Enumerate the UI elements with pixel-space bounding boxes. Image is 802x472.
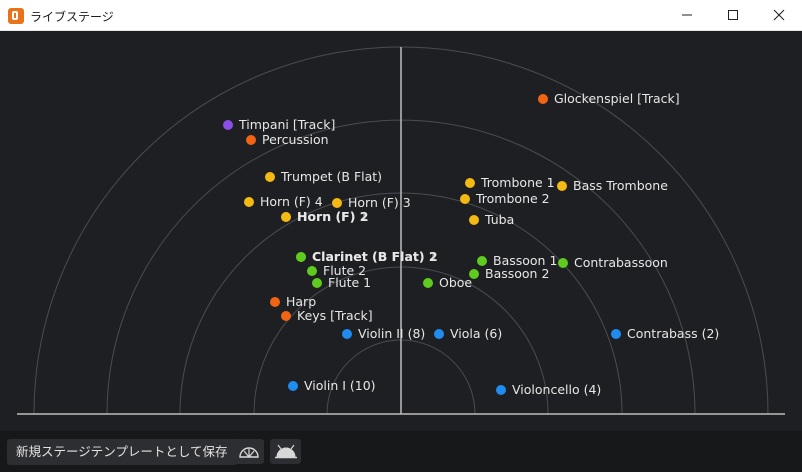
instrument-dot xyxy=(312,278,322,288)
instrument-dot xyxy=(557,181,567,191)
minimize-button[interactable] xyxy=(664,0,710,31)
instrument-bassoon-1[interactable]: Bassoon 1 xyxy=(477,254,557,268)
instrument-trombone-2[interactable]: Trombone 2 xyxy=(460,192,550,206)
instrument-horn-3[interactable]: Horn (F) 3 xyxy=(332,196,411,210)
instrument-dot xyxy=(307,266,317,276)
live-stage-canvas[interactable]: Glockenspiel [Track] Timpani [Track] Per… xyxy=(0,31,802,431)
instrument-horn-2[interactable]: Horn (F) 2 xyxy=(281,210,368,224)
instrument-dot xyxy=(223,120,233,130)
stage-view-icon xyxy=(275,444,297,459)
instrument-violin-1[interactable]: Violin I (10) xyxy=(288,379,376,393)
instrument-dot xyxy=(288,381,298,391)
stage-view-button[interactable] xyxy=(270,439,301,464)
app-logo-icon xyxy=(8,8,24,24)
instrument-horn-4[interactable]: Horn (F) 4 xyxy=(244,195,323,209)
instrument-dot xyxy=(246,135,256,145)
instrument-dot xyxy=(496,385,506,395)
instrument-dot xyxy=(423,278,433,288)
instrument-dot xyxy=(332,198,342,208)
bottom-toolbar: 新規ステージテンプレートとして保存 xyxy=(0,431,802,472)
instrument-dot xyxy=(281,311,291,321)
instrument-trumpet[interactable]: Trumpet (B Flat) xyxy=(265,170,382,184)
maximize-button[interactable] xyxy=(710,0,756,31)
instrument-tuba[interactable]: Tuba xyxy=(469,213,514,227)
stage-grid xyxy=(17,46,785,415)
close-button[interactable] xyxy=(756,0,802,31)
maximize-icon xyxy=(728,10,738,20)
instrument-dot xyxy=(469,215,479,225)
instrument-flute-2[interactable]: Flute 2 xyxy=(307,264,366,278)
instrument-violin-2[interactable]: Violin II (8) xyxy=(342,327,425,341)
instrument-dot xyxy=(477,256,487,266)
instrument-dot xyxy=(558,258,568,268)
instrument-dot xyxy=(265,172,275,182)
instrument-harp[interactable]: Harp xyxy=(270,295,316,309)
instrument-dot xyxy=(469,269,479,279)
instrument-timpani[interactable]: Timpani [Track] xyxy=(223,118,335,132)
instrument-dot xyxy=(538,94,548,104)
instrument-bassoon-2[interactable]: Bassoon 2 xyxy=(469,267,549,281)
window-title: ライブステージ xyxy=(30,10,114,24)
instrument-dot xyxy=(342,329,352,339)
instrument-bass-trombone[interactable]: Bass Trombone xyxy=(557,179,668,193)
minimize-icon xyxy=(682,14,692,16)
audience-view-icon xyxy=(239,447,259,458)
instrument-dot xyxy=(460,194,470,204)
instrument-contrabassoon[interactable]: Contrabassoon xyxy=(558,256,668,270)
instrument-flute-1[interactable]: Flute 1 xyxy=(312,276,371,290)
instrument-dot xyxy=(611,329,621,339)
instrument-violoncello[interactable]: Violoncello (4) xyxy=(496,383,601,397)
instrument-clarinet-2[interactable]: Clarinet (B Flat) 2 xyxy=(296,250,438,264)
save-as-stage-template-button[interactable]: 新規ステージテンプレートとして保存 xyxy=(7,439,237,465)
instrument-keys[interactable]: Keys [Track] xyxy=(281,309,373,323)
instrument-viola[interactable]: Viola (6) xyxy=(434,327,502,341)
instrument-contrabass[interactable]: Contrabass (2) xyxy=(611,327,719,341)
title-bar: ライブステージ xyxy=(0,0,802,31)
instrument-dot xyxy=(270,297,280,307)
close-icon xyxy=(773,9,785,21)
instrument-trombone-1[interactable]: Trombone 1 xyxy=(465,176,555,190)
instrument-dot xyxy=(434,329,444,339)
instrument-dot xyxy=(281,212,291,222)
instrument-dot xyxy=(244,197,254,207)
instrument-dot xyxy=(465,178,475,188)
instrument-percussion[interactable]: Percussion xyxy=(246,133,329,147)
instrument-oboe[interactable]: Oboe xyxy=(423,276,472,290)
instrument-glockenspiel[interactable]: Glockenspiel [Track] xyxy=(538,92,680,106)
instrument-dot xyxy=(296,252,306,262)
audience-view-button[interactable] xyxy=(233,439,264,464)
